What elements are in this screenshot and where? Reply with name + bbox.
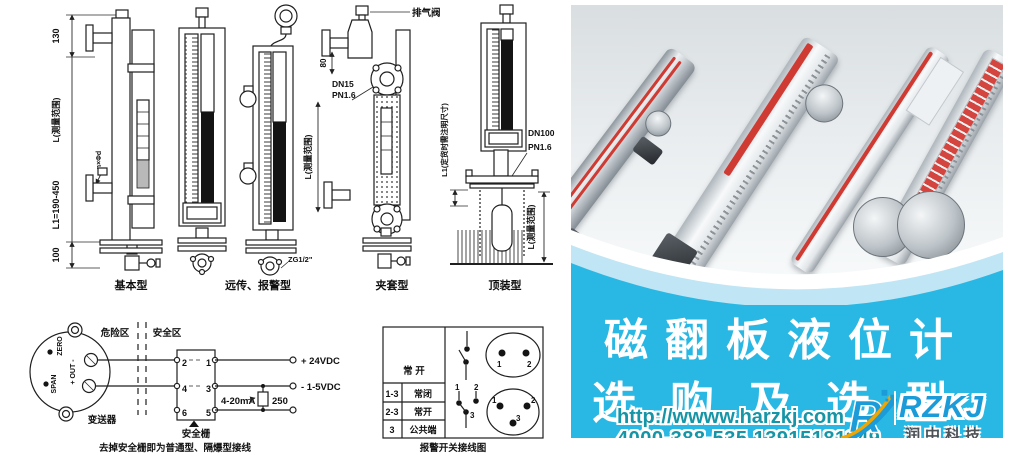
caption-jacket: 夹套型 [376,278,409,292]
cell-r1c1: 1-3 [385,389,398,399]
cell-r2c2: 常开 [414,406,432,417]
cell-r2c1: 2-3 [385,407,398,417]
dim-l1-range: L1=190-450 [51,181,61,230]
cell-normally-open: 常 开 [403,365,425,377]
cell-r3c2: 公共端 [409,424,436,435]
gauge2-red-column [723,42,814,177]
safe-zone-label: 安全区 [153,327,182,339]
dim-measure-range-top: L(测量范围) [526,204,536,249]
terminal-2: 2 [182,358,187,368]
drawing-top-mount-type: DN100 PN1.6 L1(定货时需注明尺寸) L(测量范围) [439,4,555,265]
gauge1-flange-disc [640,105,677,142]
dn100-label: DN100 [528,128,555,138]
pin-1-sw: 1 [455,383,460,392]
terminal-3: 3 [206,384,211,394]
dn15-label: DN15 [332,79,354,89]
banner-title-line1: 磁翻板液位计 [604,316,970,365]
pin-3-sw: 3 [470,411,475,420]
wiring-note: 去掉安全栅即为普通型、隔爆型接线 [99,442,252,454]
pin-2-sw: 2 [474,383,479,392]
cell-r3c1: 3 [389,425,394,435]
pin-1-top: 1 [497,360,502,369]
gauge1-junction-box [632,135,664,166]
logo-company-name: 润中科技 [905,427,986,438]
danger-zone-label: 危险区 [100,327,130,339]
dim-measure-range-basic: L(测量范围) [51,97,61,142]
pin-2-top: 2 [527,360,532,369]
promo-panel: 磁翻板液位计 选购及选型 http://wwww.harzkj.com 4000… [571,5,1003,438]
logo-acronym: RZKJ [899,389,984,424]
label-zero: ZERO [57,336,64,356]
logo-road-icon: R [840,390,898,438]
pin-1-bot: 1 [492,396,497,405]
current-loop-label: 4-20mA [221,396,255,407]
dimension-labels-basic: 130 L(测量范围) L1=190-450 100 n×Φd [51,14,118,269]
gauge1-red-stripe-2 [571,60,682,255]
drawing-basic-indicator [177,7,227,276]
drawing-captions: 基本型 远传、报警型 夹套型 顶装型 [114,278,522,292]
drawing-remote-alarm-type: ZG1/2" [239,4,313,276]
dim-nxd: n×Φd [96,151,103,169]
pn16-label-top: PN1.6 [528,142,552,152]
caption-top: 顶装型 [489,278,522,292]
vent-valve-label: 排气阀 [412,7,441,19]
caption-basic: 基本型 [114,278,148,292]
transmitter-wiring-diagram: ZERO SPAN + OUT - 变送器 危险区 安全区 [29,322,182,426]
phone-numbers: 4000-388-535 13915181149 [617,428,880,438]
barrier-caption: 安全栅 [182,428,211,440]
alarm-table-caption: 报警开关接线图 [420,442,487,454]
dim-130: 130 [51,28,61,43]
website-url: http://wwww.harzkj.com [617,406,845,428]
pin-3-bot: 3 [516,414,521,423]
company-logo: R RZKJ 润中科技 [839,387,1003,438]
dim-80: 80 [319,58,328,67]
zg-half-label: ZG1/2" [288,255,313,264]
pin-2-bot: 2 [531,396,536,405]
terminal-6: 6 [182,408,187,418]
dim-measure-range-jacket: L(测量范围) [303,134,313,179]
dim-l1-order: L1(定货时需注明尺寸) [439,103,449,177]
pn16-label-jacket: PN1.6 [332,90,356,100]
transmitter-caption: 变送器 [88,414,117,426]
wave-decoration [571,230,1003,310]
label-span: SPAN [51,375,58,394]
dim-100: 100 [51,247,61,262]
gauge4-flange-disc-front [897,191,965,259]
label-out: + OUT - [70,359,77,385]
cyan-background [571,305,1003,438]
resistor-label: 250 [272,396,288,407]
terminal-1: 1 [206,358,211,368]
caption-remote: 远传、报警型 [225,278,291,292]
drawing-jacket-type: 排气阀 80 DN15 PN1.6 [303,5,441,269]
supply-neg-label: - 1-5VDC [301,382,341,393]
logo-divider [894,391,896,425]
drawing-basic-type [85,9,163,271]
terminal-4: 4 [182,384,187,394]
safety-barrier-diagram: 2 1 4 3 6 5 安全栅 + 24VDC - 1-5VDC 4-20mA … [99,349,341,454]
terminal-5: 5 [206,408,211,418]
alarm-switch-table: 常 开 1-3 常闭 2-3 常开 3 公共端 1 2 1 2 [382,326,544,454]
cell-r1c2: 常闭 [414,388,432,399]
supply-pos-label: + 24VDC [301,356,340,367]
technical-drawings: 130 L(测量范围) L1=190-450 100 n×Φd [29,4,555,454]
